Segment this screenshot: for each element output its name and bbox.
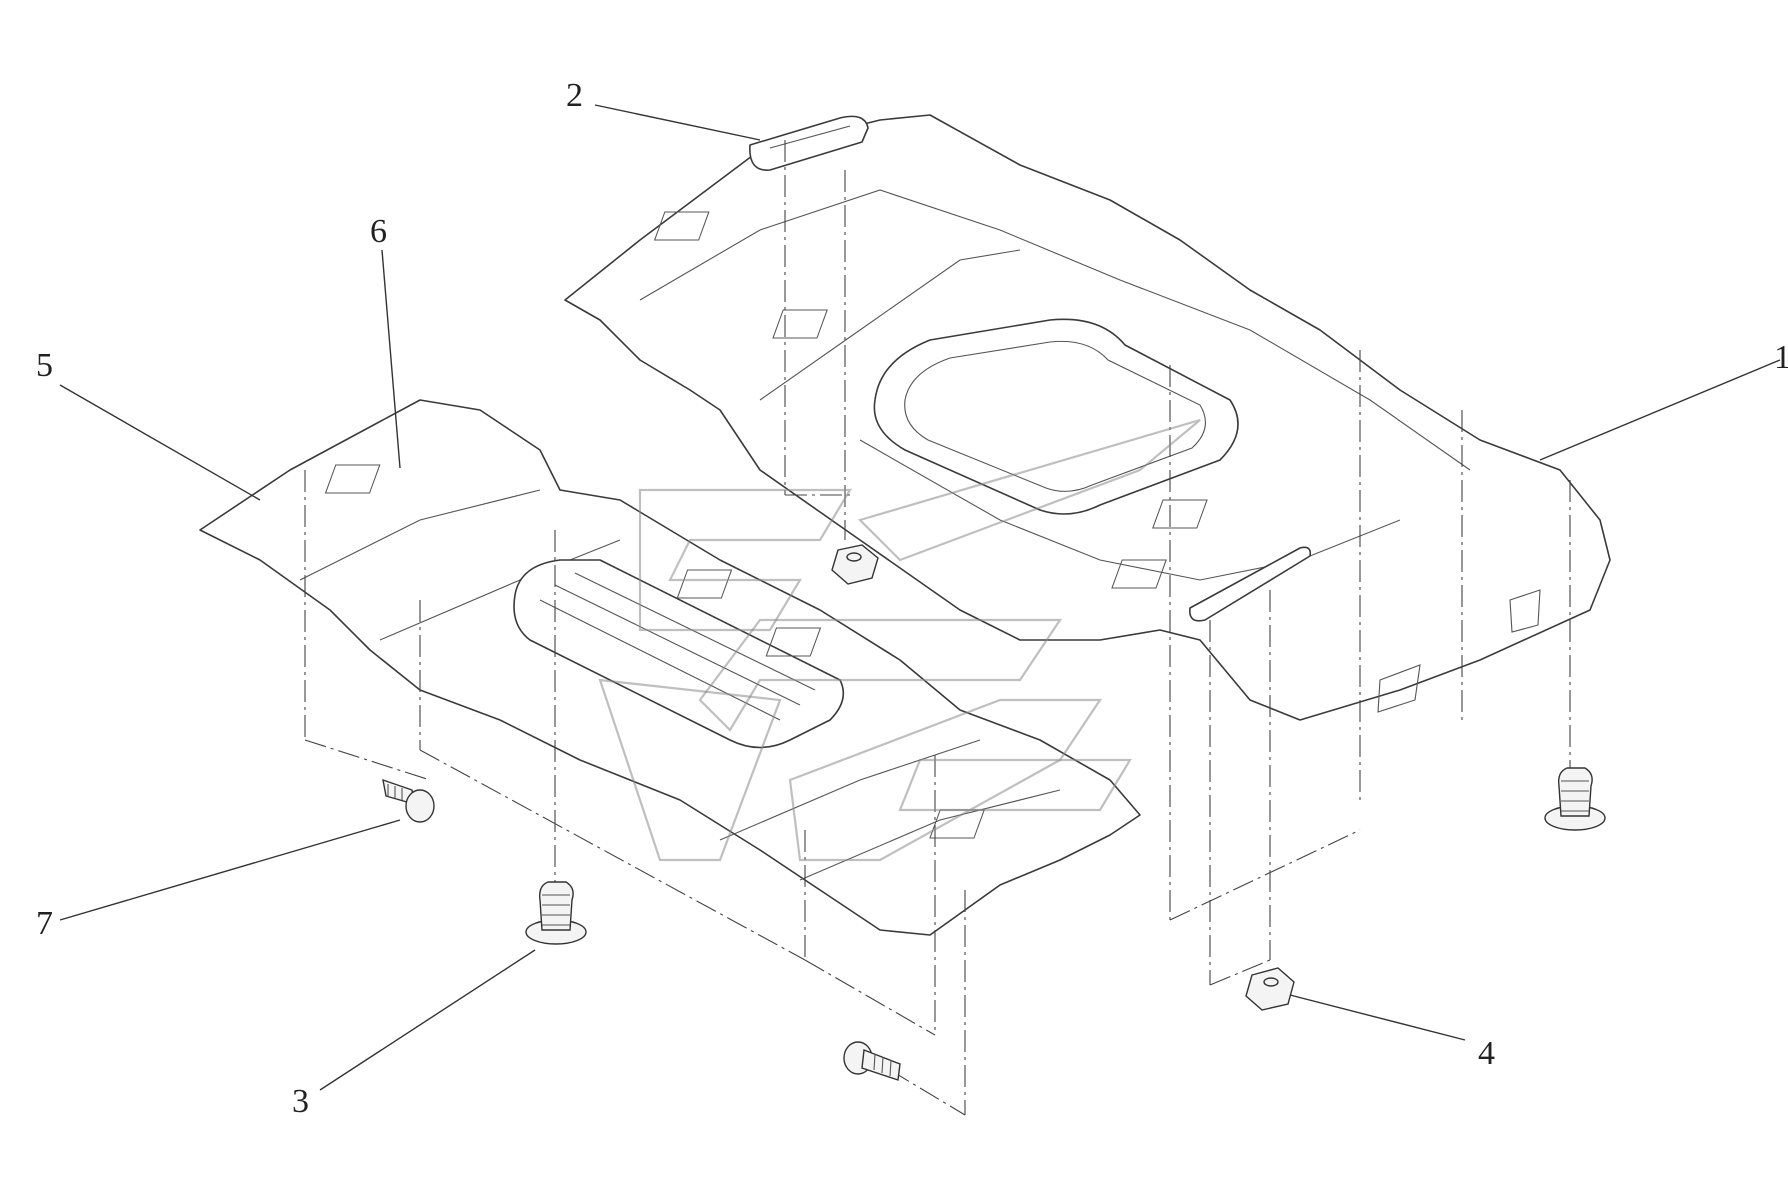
leader-lines (59, 104, 1781, 1091)
front-headliner-panel (199, 399, 1141, 936)
nut-part-4 (1245, 967, 1295, 1011)
callout-5: 5 (36, 347, 53, 384)
bolt-lower (843, 1041, 901, 1081)
leader-4 (1289, 994, 1466, 1041)
callout-6: 6 (370, 213, 387, 250)
leader-7 (59, 819, 401, 921)
front-tray (513, 559, 845, 749)
bolt-part-7 (382, 778, 435, 823)
nut-center (831, 544, 879, 585)
callout-2: 2 (566, 77, 583, 114)
leader-3 (319, 949, 536, 1091)
clip-part-3 (525, 881, 587, 945)
assembly-axis-lines (304, 140, 1571, 1116)
leader-2 (594, 104, 761, 141)
clip-right (1544, 767, 1606, 831)
leader-1 (1539, 359, 1781, 461)
grab-handle-part-2 (749, 115, 869, 171)
callout-labels: 1 2 3 4 5 6 7 (36, 77, 1788, 1120)
callout-3: 3 (292, 1083, 309, 1120)
callout-1: 1 (1774, 339, 1788, 376)
callout-4: 4 (1478, 1035, 1495, 1072)
watermark-logo (598, 418, 1201, 862)
callout-7: 7 (36, 905, 53, 942)
grab-handle-right (1188, 546, 1312, 622)
hardware (382, 544, 1606, 1081)
leader-6 (381, 249, 401, 469)
leader-5 (59, 384, 261, 501)
